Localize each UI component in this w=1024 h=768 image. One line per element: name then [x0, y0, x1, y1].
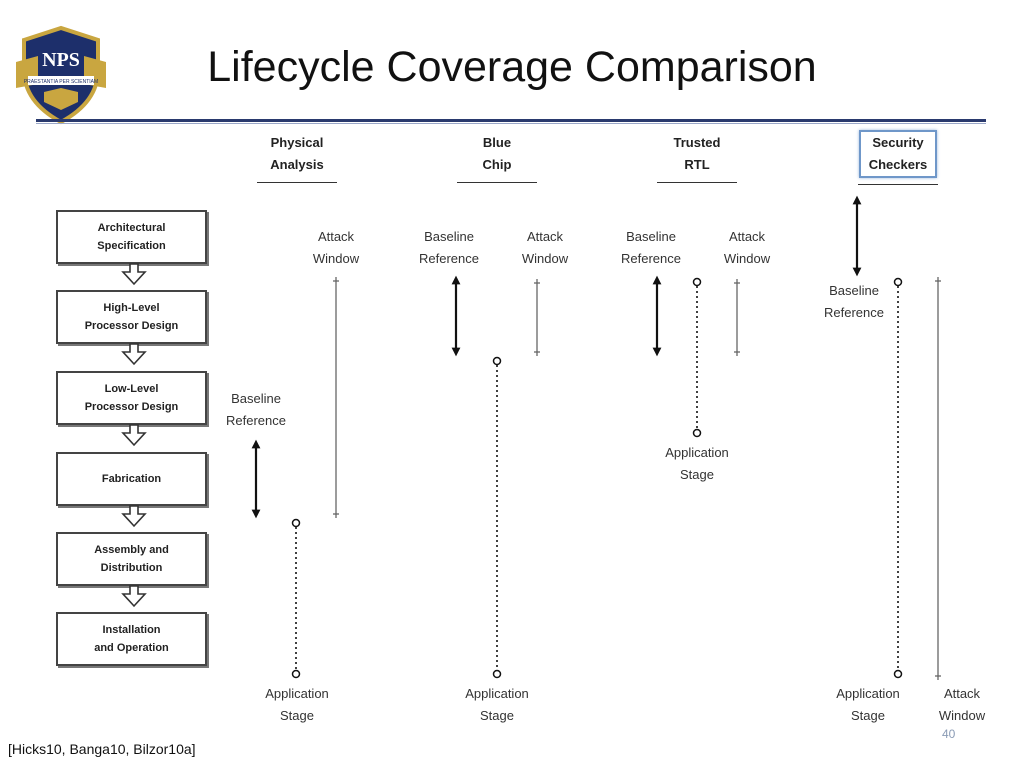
flow-arrow-down-icon: [121, 343, 147, 366]
title-divider: [36, 119, 986, 122]
stage-high-level-design: High-Level Processor Design: [56, 290, 207, 344]
application-stage-marker: [291, 518, 301, 528]
highlight-box: Security Checkers: [858, 130, 938, 178]
page-number: 40: [942, 727, 956, 741]
label-application-stage: Application Stage: [265, 686, 329, 723]
flow-arrow-down-icon: [121, 263, 147, 286]
label-attack-window: Attack Window: [521, 229, 569, 266]
column-header-line1: Trusted: [673, 135, 721, 150]
column-header-underline: [457, 182, 537, 183]
label-baseline-reference: Baseline Reference: [824, 283, 884, 320]
flow-arrow-down-icon: [121, 505, 147, 528]
stage-low-level-design: Low-Level Processor Design: [56, 371, 207, 425]
title-divider-shadow: [36, 123, 986, 124]
label-application-stage: Application Stage: [665, 445, 729, 482]
application-stage-marker: [893, 669, 903, 679]
stage-architectural-specification: Architectural Specification: [56, 210, 207, 264]
column-header-underline: [257, 182, 337, 183]
label-application-stage: Application Stage: [465, 686, 529, 723]
flow-arrows: [121, 263, 147, 608]
citation-footer: [Hicks10, Banga10, Bilzor10a]: [8, 741, 196, 757]
label-baseline-reference: Baseline Reference: [419, 229, 479, 266]
label-baseline-reference: Baseline Reference: [226, 391, 286, 428]
column-header-underline: [858, 184, 938, 185]
label-application-stage: Application Stage: [836, 686, 900, 723]
stage-installation-operation: Installation and Operation: [56, 612, 207, 666]
label-attack-window: Attack Window: [312, 229, 360, 266]
logo-motto: PRAESTANTIA PER SCIENTIAM: [24, 79, 98, 85]
column-header-line2: Analysis: [270, 157, 324, 172]
label-attack-window: Attack Window: [938, 686, 986, 723]
stage-label: Assembly and Distribution: [94, 544, 169, 574]
column-header-line1: Blue: [482, 135, 512, 150]
application-stage-marker: [492, 356, 502, 366]
stage-label: Installation and Operation: [94, 624, 169, 654]
logo-text: NPS: [42, 49, 80, 71]
column-header-line1: Security: [872, 135, 924, 150]
stage-label: Low-Level Processor Design: [84, 383, 179, 413]
label-baseline-reference: Baseline Reference: [621, 229, 681, 266]
stage-label: Architectural Specification: [97, 222, 166, 252]
column-header-underline: [657, 182, 737, 183]
column-header-blue-chip: Blue Chip: [442, 132, 552, 183]
application-stage-marker: [692, 428, 702, 438]
column-header-physical-analysis: Physical Analysis: [242, 132, 352, 183]
label-attack-window: Attack Window: [723, 229, 771, 266]
column-header-line1: Physical: [270, 135, 324, 150]
flow-arrow-down-icon: [121, 585, 147, 608]
application-stage-marker: [893, 277, 903, 287]
column-header-security-checkers: Security Checkers: [843, 130, 953, 185]
stage-label: Fabrication: [101, 473, 162, 485]
stage-label: High-Level Processor Design: [84, 302, 179, 332]
application-stage-marker: [492, 669, 502, 679]
application-stage-marker: [692, 277, 702, 287]
application-stage-marker: [291, 669, 301, 679]
column-header-line2: Chip: [482, 157, 512, 172]
slide-title: Lifecycle Coverage Comparison: [207, 43, 817, 91]
stage-fabrication: Fabrication: [56, 452, 207, 506]
column-header-line2: RTL: [684, 157, 710, 172]
flow-arrow-down-icon: [121, 424, 147, 447]
column-header-line2: Checkers: [868, 157, 928, 172]
stage-assembly-distribution: Assembly and Distribution: [56, 532, 207, 586]
column-header-trusted-rtl: Trusted RTL: [642, 132, 752, 183]
